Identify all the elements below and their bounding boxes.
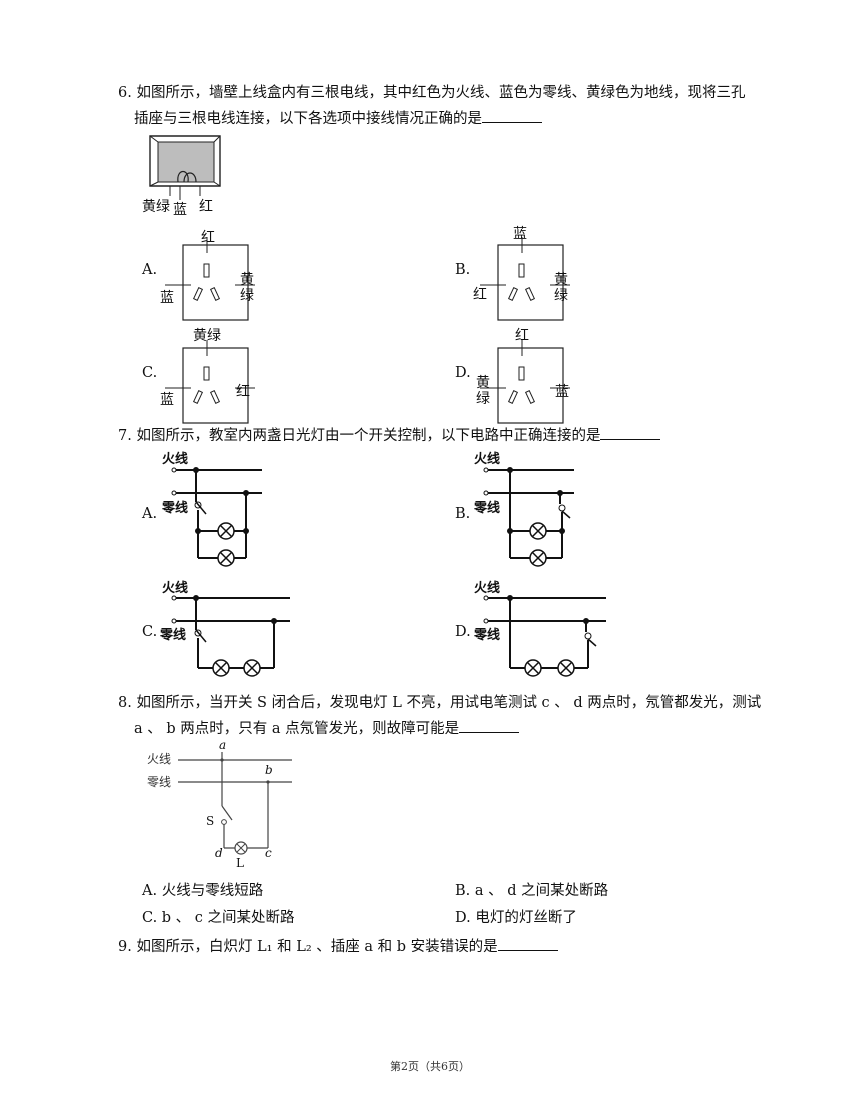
socket-a-top-label: 红 bbox=[201, 230, 215, 246]
socket-b-right-label: 黄绿 bbox=[554, 272, 568, 304]
q8-point-a: a bbox=[219, 738, 227, 752]
q8-point-c: c bbox=[265, 846, 272, 860]
q7-option-a-label: A. bbox=[142, 506, 158, 522]
q7-option-c-label: C. bbox=[142, 624, 158, 640]
socket-d-top-label: 红 bbox=[515, 328, 529, 344]
q6-option-d-label: D. bbox=[455, 365, 471, 381]
q8-switch-s: S bbox=[206, 814, 215, 828]
box-label-blue: 蓝 bbox=[173, 202, 187, 218]
q8-choice-a: A. 火线与零线短路 bbox=[142, 883, 264, 899]
box-label-red: 红 bbox=[199, 199, 213, 215]
circuit-option-b bbox=[470, 452, 590, 577]
circuit-d-neutral-label: 零线 bbox=[474, 628, 501, 643]
answer-blank bbox=[459, 718, 520, 733]
q8-line1: 8. 如图所示，当开关 S 闭合后，发现电灯 L 不亮，用试电笔测试 c 、 d… bbox=[118, 695, 762, 711]
socket-c-left-label: 蓝 bbox=[160, 392, 174, 408]
circuit-a-live-label: 火线 bbox=[162, 452, 189, 467]
circuit-option-c bbox=[158, 580, 298, 690]
box-label-yellowgreen: 黄绿 bbox=[142, 199, 170, 215]
socket-option-b bbox=[470, 225, 580, 325]
q8-choice-c: C. b 、 c 之间某处断路 bbox=[142, 910, 295, 926]
q9-text: 9. 如图所示，白炽灯 L₁ 和 L₂ 、插座 a 和 b 安装错误的是 bbox=[118, 939, 498, 955]
circuit-b-live-label: 火线 bbox=[474, 452, 501, 467]
q6-line1: 6. 如图所示，墙壁上线盒内有三根电线，其中红色为火线、蓝色为零线、黄绿色为地线… bbox=[118, 85, 746, 101]
q8-point-b: b bbox=[265, 763, 273, 777]
socket-c-right-label: 红 bbox=[236, 384, 250, 400]
question-6: 6. 如图所示，墙壁上线盒内有三根电线，其中红色为火线、蓝色为零线、黄绿色为地线… bbox=[118, 80, 768, 132]
socket-d-left-label: 黄绿 bbox=[476, 375, 490, 407]
q6-line2: 插座与三根电线连接，以下各选项中接线情况正确的是 bbox=[118, 106, 768, 132]
socket-a-right-label: 黄绿 bbox=[240, 272, 254, 304]
answer-blank bbox=[497, 936, 558, 951]
circuit-option-d bbox=[470, 580, 620, 690]
q9-line: 9. 如图所示，白炽灯 L₁ 和 L₂ 、插座 a 和 b 安装错误的是 bbox=[118, 934, 768, 960]
circuit-option-a bbox=[158, 452, 278, 577]
q8-neutral-label: 零线 bbox=[147, 775, 172, 789]
answer-blank bbox=[600, 425, 661, 440]
wall-box-figure bbox=[140, 130, 240, 218]
q8-choice-b: B. a 、 d 之间某处断路 bbox=[455, 883, 609, 899]
question-9: 9. 如图所示，白炽灯 L₁ 和 L₂ 、插座 a 和 b 安装错误的是 bbox=[118, 934, 768, 960]
socket-d-right-label: 蓝 bbox=[555, 384, 569, 400]
circuit-a-neutral-label: 零线 bbox=[162, 501, 189, 516]
socket-option-a bbox=[155, 225, 265, 325]
circuit-b-neutral-label: 零线 bbox=[474, 501, 501, 516]
socket-option-c bbox=[155, 328, 265, 428]
q6-option-b-label: B. bbox=[455, 262, 471, 278]
socket-a-left-label: 蓝 bbox=[160, 290, 174, 306]
q6-line2-text: 插座与三根电线连接，以下各选项中接线情况正确的是 bbox=[134, 111, 482, 127]
q7-line: 7. 如图所示，教室内两盏日光灯由一个开关控制，以下电路中正确连接的是 bbox=[118, 423, 768, 449]
q8-line2-text: a 、 b 两点时，只有 a 点氖管发光，则故障可能是 bbox=[134, 721, 460, 737]
q6-option-c-label: C. bbox=[142, 365, 158, 381]
q8-line2: a 、 b 两点时，只有 a 点氖管发光，则故障可能是 bbox=[118, 716, 768, 742]
q7-text: 7. 如图所示，教室内两盏日光灯由一个开关控制，以下电路中正确连接的是 bbox=[118, 428, 601, 444]
page-footer: 第2页（共6页） bbox=[390, 1060, 470, 1073]
socket-b-top-label: 蓝 bbox=[513, 226, 527, 242]
q8-choice-d: D. 电灯的灯丝断了 bbox=[455, 910, 577, 926]
q8-lamp-l: L bbox=[236, 856, 244, 870]
circuit-c-live-label: 火线 bbox=[162, 581, 189, 596]
q7-option-b-label: B. bbox=[455, 506, 471, 522]
socket-b-left-label: 红 bbox=[473, 287, 487, 303]
answer-blank bbox=[482, 108, 542, 123]
q8-live-label: 火线 bbox=[147, 752, 172, 766]
q6-option-a-label: A. bbox=[142, 262, 158, 278]
circuit-d-live-label: 火线 bbox=[474, 581, 501, 596]
question-7: 7. 如图所示，教室内两盏日光灯由一个开关控制，以下电路中正确连接的是 bbox=[118, 423, 768, 449]
question-8: 8. 如图所示，当开关 S 闭合后，发现电灯 L 不亮，用试电笔测试 c 、 d… bbox=[118, 690, 768, 742]
circuit-c-neutral-label: 零线 bbox=[160, 628, 187, 643]
q8-point-d: d bbox=[215, 846, 223, 860]
socket-c-top-label: 黄绿 bbox=[193, 328, 221, 344]
q8-circuit-figure bbox=[140, 742, 300, 874]
socket-option-d bbox=[470, 328, 580, 428]
q7-option-d-label: D. bbox=[455, 624, 471, 640]
